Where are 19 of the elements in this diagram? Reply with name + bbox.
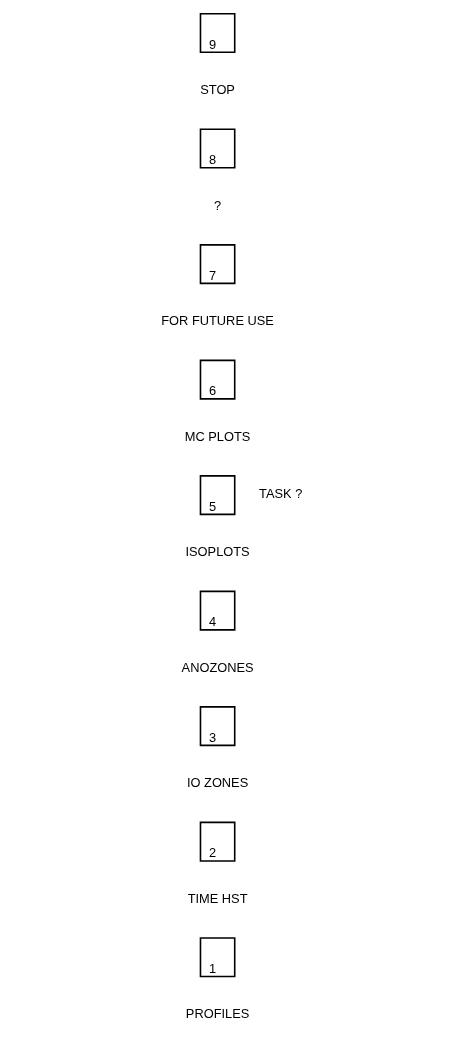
node-box: 9 [199, 13, 235, 54]
node-box: 3 [199, 706, 235, 747]
node-box: 5 [199, 475, 235, 516]
node-box: 6 [199, 359, 235, 400]
node-box: 7 [199, 244, 235, 285]
node-label: ISOPLOTS [185, 544, 250, 560]
node-label: MC PLOTS [184, 428, 250, 444]
node-box: 2 [199, 821, 235, 862]
node-label: TASK ? [258, 486, 302, 502]
node-box: 8 [199, 128, 235, 169]
node-box: 1 [199, 937, 235, 978]
node-label: TIME HST [187, 890, 248, 906]
node-label: STOP [199, 82, 235, 98]
node-box: 4 [199, 590, 235, 631]
node-label: ? [213, 197, 221, 213]
node-label: IO ZONES [186, 775, 248, 791]
node-label: FOR FUTURE USE [160, 313, 274, 329]
node-label: PROFILES [185, 1006, 249, 1022]
node-label: ANOZONES [181, 659, 254, 675]
